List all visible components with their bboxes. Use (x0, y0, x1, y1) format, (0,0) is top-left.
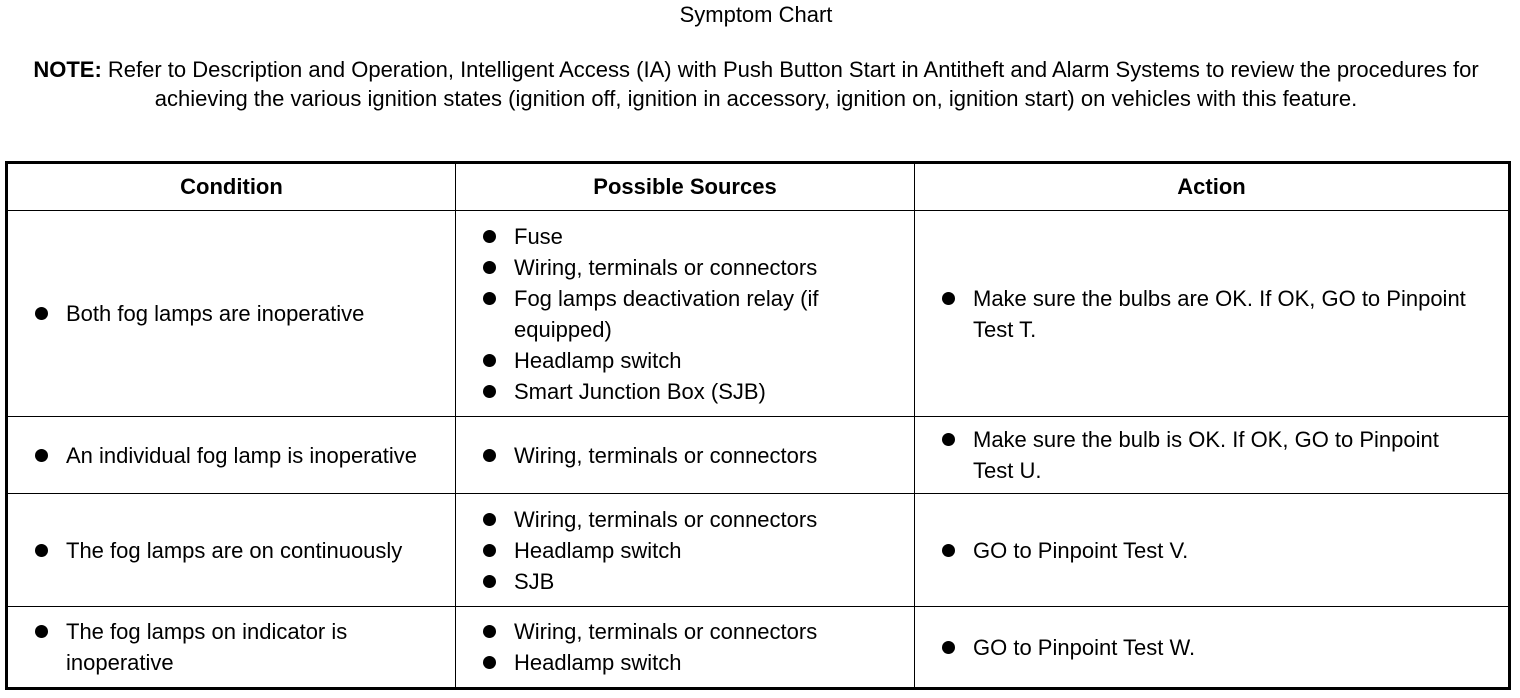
bullet-icon (483, 574, 496, 588)
action-cell: Make sure the bulb is OK. If OK, GO to P… (914, 416, 1510, 494)
list-item: Headlamp switch (456, 647, 914, 678)
sources-cell: Wiring, terminals or connectors Headlamp… (455, 606, 915, 689)
list-item: Wiring, terminals or connectors (456, 504, 914, 535)
list-item: Headlamp switch (456, 535, 914, 566)
sources-cell: Wiring, terminals or connectors (455, 416, 915, 494)
list-item: GO to Pinpoint Test W. (915, 632, 1508, 663)
list-item-text: GO to Pinpoint Test W. (973, 634, 1196, 660)
bullet-icon (483, 512, 496, 526)
list-item: Fog lamps deactivation relay (if equippe… (456, 283, 914, 345)
table-header-row: Condition Possible Sources Action (6, 162, 1510, 211)
list-item: An individual fog lamp is inoperative (8, 440, 455, 471)
list-item-text: Fuse (514, 223, 563, 249)
list-item-text: Headlamp switch (514, 650, 682, 675)
list-item-text: Wiring, terminals or connectors (514, 619, 818, 644)
list-item-text: Smart Junction Box (SJB) (514, 378, 766, 404)
bullet-icon (942, 640, 955, 654)
action-cell: GO to Pinpoint Test W. (914, 606, 1510, 689)
list-item-text: An individual fog lamp is inoperative (66, 442, 417, 468)
table-row: An individual fog lamp is inoperative Wi… (6, 416, 1510, 494)
action-list: GO to Pinpoint Test W. (915, 632, 1508, 663)
list-item-text: Headlamp switch (514, 537, 682, 563)
list-item-text: Fog lamps deactivation relay (if equippe… (514, 285, 819, 342)
table-row: The fog lamps are on continuously Wiring… (6, 493, 1510, 607)
bullet-icon (483, 543, 496, 557)
action-list: GO to Pinpoint Test V. (915, 535, 1508, 566)
list-item: Wiring, terminals or connectors (456, 616, 914, 647)
action-cell: Make sure the bulbs are OK. If OK, GO to… (914, 210, 1510, 417)
list-item-text: GO to Pinpoint Test V. (973, 537, 1189, 563)
list-item-text: SJB (514, 568, 555, 594)
note-paragraph: NOTE: Refer to Description and Operation… (10, 55, 1502, 113)
bullet-icon (942, 291, 955, 305)
list-item: Smart Junction Box (SJB) (456, 376, 914, 407)
list-item-text: Make sure the bulb is OK. If OK, GO to P… (973, 427, 1439, 483)
table-row: Both fog lamps are inoperative Fuse Wiri… (6, 210, 1510, 417)
note-label: NOTE (33, 57, 95, 82)
list-item: Fuse (456, 221, 914, 252)
bullet-icon (35, 307, 48, 320)
bullet-icon (483, 353, 496, 367)
list-item: The fog lamps are on continuously (8, 535, 455, 566)
condition-list: The fog lamps are on continuously (8, 535, 455, 566)
bullet-icon (35, 543, 48, 557)
list-item: GO to Pinpoint Test V. (915, 535, 1508, 566)
bullet-icon (942, 543, 955, 557)
note-text-1: Refer to Description and Operation, (101, 57, 461, 82)
condition-cell: The fog lamps are on continuously (6, 493, 456, 607)
bullet-icon (483, 229, 496, 243)
condition-cell: The fog lamps on indicator is inoperativ… (6, 606, 456, 689)
list-item-text: Wiring, terminals or connectors (514, 442, 818, 468)
table-row: The fog lamps on indicator is inoperativ… (6, 606, 1510, 689)
condition-list: Both fog lamps are inoperative (8, 298, 455, 329)
bullet-icon (35, 448, 48, 462)
action-cell: GO to Pinpoint Test V. (914, 493, 1510, 607)
list-item-text: Headlamp switch (514, 347, 682, 373)
list-item: Wiring, terminals or connectors (456, 252, 914, 283)
header-condition: Condition (6, 162, 456, 211)
list-item: Headlamp switch (456, 345, 914, 376)
action-list: Make sure the bulb is OK. If OK, GO to P… (915, 424, 1508, 486)
bullet-icon (483, 291, 496, 305)
action-list: Make sure the bulbs are OK. If OK, GO to… (915, 283, 1508, 345)
note-text-2: in Antitheft and Alarm Systems to review… (154, 57, 1479, 111)
list-item-text: Wiring, terminals or connectors (514, 506, 818, 532)
list-item-text: The fog lamps are on continuously (66, 537, 403, 563)
condition-list: An individual fog lamp is inoperative (8, 440, 455, 471)
bullet-icon (942, 433, 955, 446)
list-item-text: The fog lamps on indicator is inoperativ… (66, 619, 348, 675)
sources-list: Wiring, terminals or connectors (456, 440, 914, 471)
condition-list: The fog lamps on indicator is inoperativ… (8, 616, 455, 678)
header-possible-sources: Possible Sources (455, 162, 915, 211)
condition-cell: An individual fog lamp is inoperative (6, 416, 456, 494)
note-separator: : (94, 57, 102, 82)
bullet-icon (483, 260, 496, 274)
page-title: Symptom Chart (679, 2, 833, 27)
list-item-text: Wiring, terminals or connectors (514, 254, 818, 280)
sources-list: Wiring, terminals or connectors Headlamp… (456, 504, 914, 597)
bullet-icon (35, 625, 48, 638)
condition-cell: Both fog lamps are inoperative (6, 210, 456, 417)
sources-list: Wiring, terminals or connectors Headlamp… (456, 616, 914, 678)
note-link[interactable]: Intelligent Access (IA) with Push Button… (460, 57, 896, 82)
list-item: The fog lamps on indicator is inoperativ… (8, 616, 455, 678)
sources-cell: Wiring, terminals or connectors Headlamp… (455, 493, 915, 607)
list-item-text: Both fog lamps are inoperative (66, 301, 365, 326)
symptom-table: Condition Possible Sources Action Both f… (5, 161, 1511, 690)
header-action: Action (914, 162, 1510, 211)
bullet-icon (483, 384, 496, 398)
list-item: SJB (456, 566, 914, 597)
sources-cell: Fuse Wiring, terminals or connectors Fog… (455, 210, 915, 417)
list-item-text: Make sure the bulbs are OK. If OK, GO to… (973, 285, 1466, 342)
bullet-icon (483, 448, 496, 462)
list-item: Wiring, terminals or connectors (456, 440, 914, 471)
list-item: Both fog lamps are inoperative (8, 298, 455, 329)
bullet-icon (483, 625, 496, 638)
bullet-icon (483, 656, 496, 669)
list-item: Make sure the bulbs are OK. If OK, GO to… (915, 283, 1508, 345)
sources-list: Fuse Wiring, terminals or connectors Fog… (456, 213, 914, 415)
list-item: Make sure the bulb is OK. If OK, GO to P… (915, 424, 1508, 486)
